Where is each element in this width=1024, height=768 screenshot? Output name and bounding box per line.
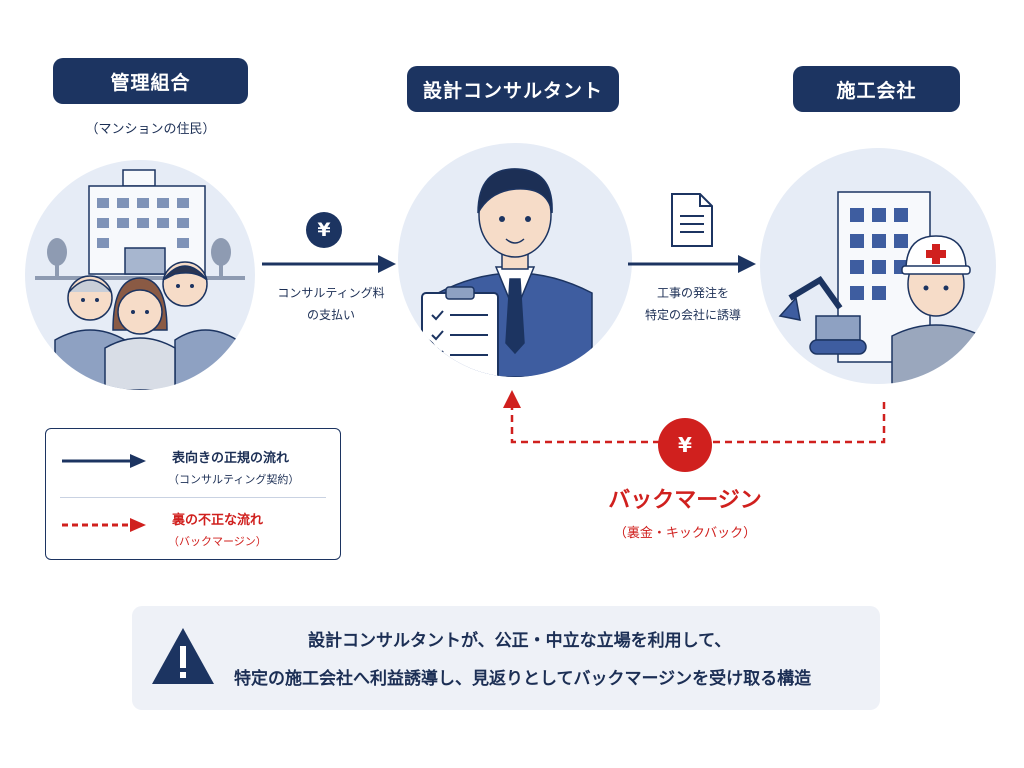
yen-coin-icon: ¥ [306,212,342,248]
owners-association-subtitle: （マンションの住民） [85,122,216,137]
legend-illicit-sub: （バックマージン） [168,535,267,548]
legend-official-sub: （コンサルティング契約） [168,473,300,486]
order-label: 工事の発注を特定の会社に誘導 [644,286,741,322]
contractor-illustration [778,191,983,384]
legend-solid-arrow [62,454,146,468]
residents-circle [25,160,255,390]
legend-official-title: 表向きの正規の流れ [172,451,290,466]
money-bag-icon: ¥ [658,418,712,472]
note-line-2: 特定の施工会社へ利益誘導し、見返りとしてバックマージンを受け取る構造 [234,669,812,689]
legend-illicit-title: 裏の不正な流れ [172,513,264,528]
excavator-icon [778,276,867,355]
kickback-title: バックマージン [608,488,762,513]
consultant-illustration [411,168,593,377]
residents-illustration [35,169,245,390]
warning-icon [152,628,214,684]
consultant-circle [398,143,632,377]
owners-association-label: 管理組合 [53,58,248,104]
consultant-label: 設計コンサルタント [407,66,619,112]
legend-divider [60,497,326,498]
document-icon [671,193,713,247]
contractor-label: 施工会社 [793,66,960,112]
kickback-arrow [503,390,886,444]
kickback-subtitle: （裏金・キックバック） [613,526,757,541]
order-arrow [628,255,756,273]
consulting-fee-arrow [262,255,396,273]
warning-note: 設計コンサルタントが、公正・中立な立場を利用して、 特定の施工会社へ利益誘導し、… [132,606,880,710]
legend-dashed-arrow [62,518,146,532]
clipboard-icon [411,286,499,377]
contractor-circle [760,148,996,384]
legend: 表向きの正規の流れ （コンサルティング契約） 裏の不正な流れ （バックマージン） [45,428,341,560]
note-line-1: 設計コンサルタントが、公正・中立な立場を利用して、 [308,631,732,651]
consulting-fee-label: コンサルティング料の支払い [277,286,385,322]
